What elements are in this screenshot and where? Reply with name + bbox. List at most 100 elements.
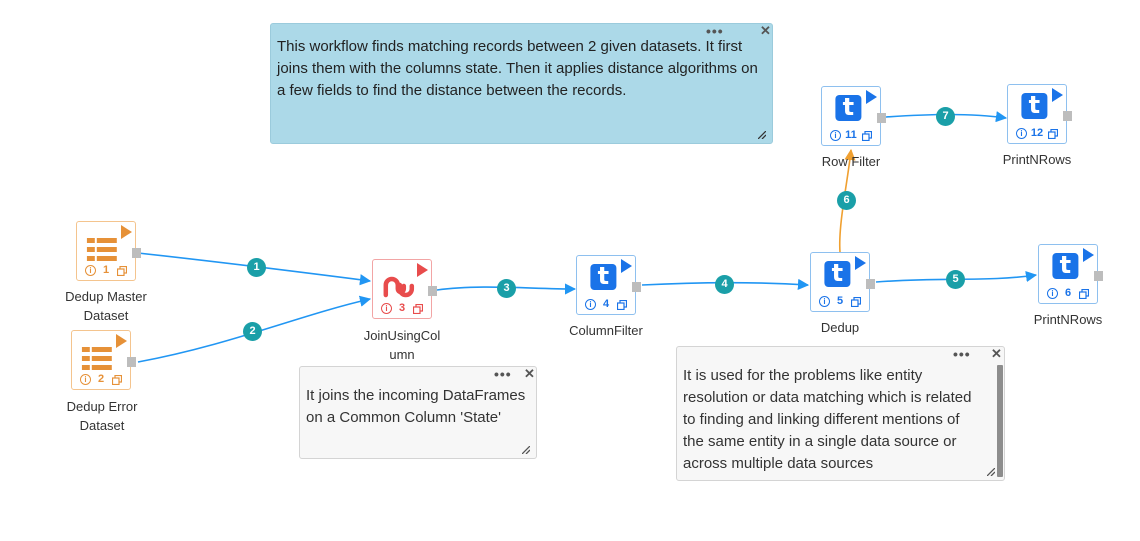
edge-badge-5[interactable]: 5 — [946, 270, 965, 289]
dataset-icon — [81, 347, 114, 376]
info-icon[interactable]: i — [1016, 128, 1027, 139]
run-icon[interactable] — [866, 90, 877, 104]
node-number: 3 — [398, 302, 406, 314]
note-text: This workflow finds matching records bet… — [277, 38, 758, 99]
copy-icon[interactable] — [862, 131, 872, 141]
close-icon[interactable]: ✕ — [760, 23, 771, 38]
node-label-line: ColumnFilter — [569, 323, 643, 338]
node-label-line: Dataset — [83, 308, 129, 323]
dedup-description-note[interactable]: ••• ✕ It is used for the problems like e… — [676, 346, 1005, 481]
note-text: It joins the incoming DataFrames on a Co… — [306, 387, 526, 426]
run-icon[interactable] — [1083, 248, 1094, 262]
info-icon[interactable]: i — [85, 265, 96, 276]
resize-handle-icon[interactable] — [758, 131, 766, 139]
edge-badge-4[interactable]: 4 — [715, 275, 734, 294]
node-print-n-rows-12[interactable]: t i 12 — [1007, 84, 1072, 144]
node-footer: i 3 — [373, 302, 431, 315]
note-text: It is used for the problems like entity … — [683, 367, 972, 472]
transform-t-icon: t — [1052, 253, 1079, 279]
workflow-description-note[interactable]: ••• ✕ This workflow finds matching recor… — [270, 23, 773, 144]
node-label: PrintNRows — [1008, 310, 1128, 329]
edge-2[interactable] — [137, 295, 372, 363]
note-menu-icon[interactable]: ••• — [706, 23, 724, 39]
node-print-n-rows-6[interactable]: t i 6 — [1038, 244, 1103, 304]
t-glyph: t — [824, 261, 851, 287]
output-port[interactable] — [127, 357, 136, 367]
node-dedup-error-dataset[interactable]: i 2 — [71, 330, 136, 390]
node-label: PrintNRows — [977, 150, 1097, 169]
copy-icon[interactable] — [117, 266, 127, 276]
resize-handle-icon[interactable] — [987, 468, 995, 476]
note-menu-icon[interactable]: ••• — [953, 346, 971, 362]
run-icon[interactable] — [417, 263, 428, 277]
node-label: Row Filter — [791, 152, 911, 171]
edge-badge-7[interactable]: 7 — [936, 107, 955, 126]
node-footer: i 11 — [822, 129, 880, 142]
node-label: Dedup — [780, 318, 900, 337]
edge-badge-3[interactable]: 3 — [497, 279, 516, 298]
run-icon[interactable] — [621, 259, 632, 273]
run-icon[interactable] — [1052, 88, 1063, 102]
node-footer: i 6 — [1039, 287, 1097, 300]
node-footer: i 5 — [811, 295, 869, 308]
resize-handle-icon[interactable] — [522, 446, 530, 454]
node-label-line: umn — [389, 347, 415, 362]
edge-badge-6[interactable]: 6 — [837, 191, 856, 210]
info-icon[interactable]: i — [80, 374, 91, 385]
output-port[interactable] — [132, 248, 141, 258]
info-icon[interactable]: i — [830, 130, 841, 141]
node-footer: i 4 — [577, 298, 635, 311]
t-glyph: t — [590, 264, 617, 290]
note-menu-icon[interactable]: ••• — [494, 366, 512, 382]
node-number: 12 — [1030, 127, 1044, 139]
note-scrollbar[interactable] — [997, 365, 1003, 477]
output-port[interactable] — [877, 113, 886, 123]
transform-t-icon: t — [835, 95, 862, 121]
close-icon[interactable]: ✕ — [991, 346, 1002, 361]
node-number: 4 — [602, 298, 610, 310]
t-glyph: t — [1021, 93, 1048, 119]
run-icon[interactable] — [116, 334, 127, 348]
info-icon[interactable]: i — [819, 296, 830, 307]
run-icon[interactable] — [121, 225, 132, 239]
node-number: 1 — [102, 264, 110, 276]
copy-icon[interactable] — [112, 375, 122, 385]
node-footer: i 12 — [1008, 127, 1066, 140]
info-icon[interactable]: i — [381, 303, 392, 314]
edge-badge-1[interactable]: 1 — [247, 258, 266, 277]
node-footer: i 1 — [77, 264, 135, 277]
node-label-line: JoinUsingCol — [363, 328, 441, 343]
node-dedup[interactable]: t i 5 — [810, 252, 875, 312]
node-footer: i 2 — [72, 373, 130, 386]
copy-icon[interactable] — [1079, 289, 1089, 299]
info-icon[interactable]: i — [585, 299, 596, 310]
node-label: Dedup Error Dataset — [42, 397, 162, 435]
node-number: 5 — [836, 295, 844, 307]
t-glyph: t — [835, 95, 862, 121]
info-icon[interactable]: i — [1047, 288, 1058, 299]
node-column-filter[interactable]: t i 4 — [576, 255, 641, 315]
copy-icon[interactable] — [1048, 129, 1058, 139]
node-label-line: PrintNRows — [1002, 152, 1072, 167]
output-port[interactable] — [866, 279, 875, 289]
output-port[interactable] — [1063, 111, 1072, 121]
node-label: JoinUsingCol umn — [342, 326, 462, 364]
node-label-line: Dataset — [79, 418, 125, 433]
node-join-using-column[interactable]: i 3 — [372, 259, 437, 319]
transform-t-icon: t — [824, 261, 851, 287]
output-port[interactable] — [1094, 271, 1103, 281]
copy-icon[interactable] — [851, 297, 861, 307]
copy-icon[interactable] — [617, 300, 627, 310]
node-label-line: Row Filter — [821, 154, 881, 169]
close-icon[interactable]: ✕ — [524, 366, 535, 381]
node-dedup-master-dataset[interactable]: i 1 — [76, 221, 141, 281]
node-label: Dedup Master Dataset — [46, 287, 166, 325]
transform-t-icon: t — [590, 264, 617, 290]
node-row-filter[interactable]: t i 11 — [821, 86, 886, 146]
copy-icon[interactable] — [413, 304, 423, 314]
output-port[interactable] — [428, 286, 437, 296]
output-port[interactable] — [632, 282, 641, 292]
edge-badge-2[interactable]: 2 — [243, 322, 262, 341]
join-description-note[interactable]: ••• ✕ It joins the incoming DataFrames o… — [299, 366, 537, 459]
run-icon[interactable] — [855, 256, 866, 270]
